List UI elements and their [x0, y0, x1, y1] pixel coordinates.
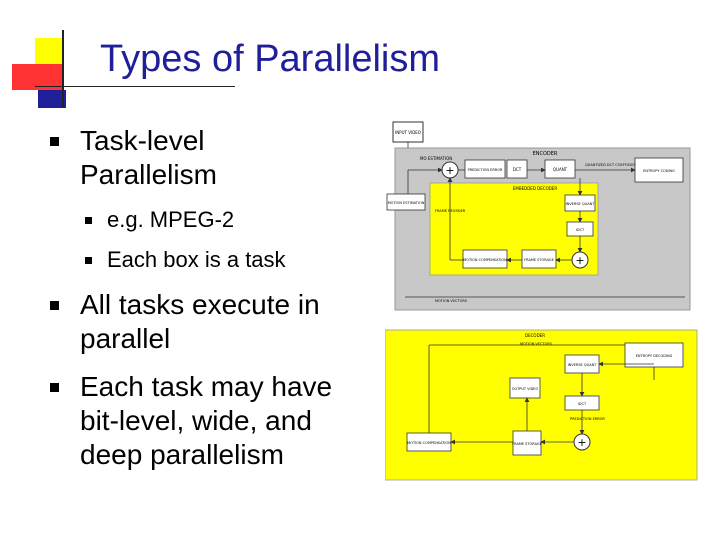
plus-icon: +: [577, 436, 586, 449]
plus-icon: +: [445, 164, 454, 177]
bullet-text: Task-level Parallelism: [80, 125, 217, 190]
entropy-decoding-label: ENTROPY DECODING: [636, 354, 673, 358]
entropy-decoding-box: [624, 342, 684, 368]
square-bullet-icon: [50, 383, 59, 392]
bullet-each-task: Each task may have bit-level, wide, and …: [50, 370, 380, 475]
motion-compensation-label-2: MOTION COMPENSATION: [407, 441, 451, 445]
sub-bullet-text: e.g. MPEG-2: [107, 207, 235, 232]
sub-bullet-mpeg: e.g. MPEG-2: [85, 207, 345, 233]
square-bullet-icon: [85, 217, 92, 224]
decoder-label: DECODER: [525, 333, 545, 338]
bullet-text: Each task may have bit-level, wide, and …: [80, 371, 333, 470]
idct-label-2: IDCT: [578, 402, 587, 406]
entropy-coding-label: ENTROPY CODING: [643, 169, 675, 173]
inverse-quant-label-2: INVERSE QUANT: [568, 363, 598, 367]
corner-vertical-line: [62, 30, 64, 108]
prediction-error-box: [464, 159, 506, 179]
quant-label: QUANT: [553, 167, 568, 172]
frame-storage-label: FRAME STORAGE: [524, 258, 554, 262]
idct-label: IDCT: [576, 228, 585, 232]
prediction-error-label-2: PREDICTION ERROR: [570, 417, 605, 421]
decoder-motion-vectors-label: MOTION VECTORS: [520, 342, 553, 346]
square-bullet-icon: [50, 137, 59, 146]
quantized-dct-label: QUANTIZED DCT COEFFICIENTS: [585, 163, 641, 167]
square-bullet-icon: [85, 257, 92, 264]
corner-red-square: [12, 64, 62, 90]
corner-yellow-square: [35, 38, 63, 66]
bullet-all-tasks: All tasks execute in parallel: [50, 288, 370, 358]
embedded-decoder-label: EMBEDDED DECODER: [513, 186, 557, 191]
dct-box: [506, 159, 528, 179]
input-video-label: INPUT VIDEO: [395, 130, 421, 135]
inverse-quant-label: INVERSE QUANT: [566, 202, 596, 206]
bullet-task-level: Task-level Parallelism: [50, 124, 350, 194]
motion-compensation-label: MOTION COMPENSATION: [463, 258, 507, 262]
motion-estimation-label: MOTION ESTIMATION: [388, 201, 425, 205]
square-bullet-icon: [50, 301, 59, 310]
motion-estimation-box: [386, 193, 426, 211]
motion-vectors-label: MOTION VECTORS: [435, 299, 468, 303]
plus-icon: +: [575, 254, 584, 267]
output-video-label: OUTPUT VIDEO: [512, 387, 539, 391]
mo-estimation-label: MO ESTIMATION: [420, 156, 452, 161]
sub-bullet-box-task: Each box is a task: [85, 247, 355, 273]
bullet-text: All tasks execute in parallel: [80, 289, 320, 354]
prediction-error-label: PREDICTION ERROR: [468, 168, 503, 172]
frame-storage-label-2: FRAME STORAGE: [512, 442, 542, 446]
frame-storage-box-2: [512, 430, 542, 456]
encoder-label: ENCODER: [533, 151, 558, 157]
corner-blue-square: [38, 90, 66, 108]
sub-bullet-text: Each box is a task: [107, 247, 286, 272]
slide-title: Types of Parallelism: [100, 38, 441, 80]
mpeg2-block-diagram: INPUT VIDEO ENCODER MO ESTIMATION + PRED…: [385, 121, 698, 481]
dct-label: DCT: [513, 167, 522, 172]
entropy-coding-box: [634, 157, 684, 183]
corner-horizontal-line: [35, 86, 235, 87]
